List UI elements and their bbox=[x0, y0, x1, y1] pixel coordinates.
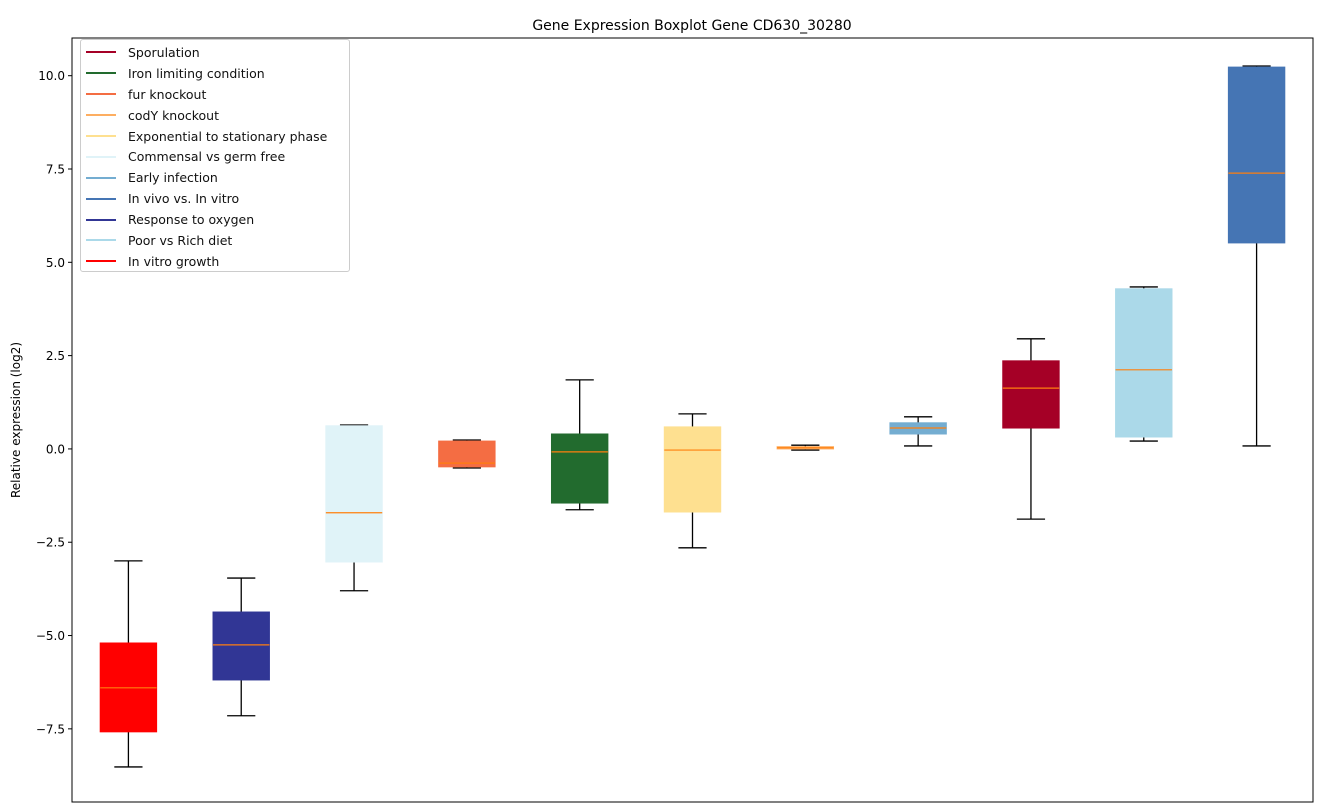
legend-item: Poor vs Rich diet bbox=[81, 230, 349, 251]
legend-line-icon bbox=[86, 72, 116, 75]
y-tick-label: −7.5 bbox=[36, 722, 65, 736]
y-tick-label: 5.0 bbox=[46, 256, 65, 270]
box-6 bbox=[663, 413, 722, 549]
plot-frame bbox=[71, 37, 1314, 803]
box-9 bbox=[1002, 338, 1060, 520]
boxes-group bbox=[99, 65, 1286, 768]
box-iqr bbox=[663, 426, 722, 513]
box-3 bbox=[325, 424, 383, 592]
legend-label: Sporulation bbox=[128, 44, 200, 60]
y-axis-ticks: −7.5 −5.0 −2.5 0.0 2.5 5.0 7.5 10.0 bbox=[36, 69, 72, 736]
box-iqr bbox=[550, 433, 609, 504]
legend-label: Iron limiting condition bbox=[128, 65, 265, 81]
y-tick-label: −2.5 bbox=[36, 536, 65, 550]
y-tick-label: 7.5 bbox=[46, 163, 65, 177]
legend-line-icon bbox=[86, 260, 116, 263]
legend-line-icon bbox=[86, 51, 116, 54]
y-tick-label: 2.5 bbox=[46, 349, 65, 363]
legend-item: In vivo vs. In vitro bbox=[81, 188, 349, 209]
box-11 bbox=[1227, 65, 1286, 447]
legend-line-icon bbox=[86, 176, 116, 179]
y-tick-label: 10.0 bbox=[38, 69, 65, 83]
legend-label: In vivo vs. In vitro bbox=[128, 191, 240, 207]
legend-line-icon bbox=[86, 135, 116, 137]
legend-item: Response to oxygen bbox=[81, 209, 349, 230]
legend-item: Exponential to stationary phase bbox=[81, 126, 349, 147]
legend-line-icon bbox=[86, 114, 116, 117]
box-5 bbox=[550, 379, 609, 511]
legend-line-icon bbox=[86, 197, 116, 200]
legend-label: Commensal vs germ free bbox=[128, 149, 286, 165]
legend-item: Iron limiting condition bbox=[81, 63, 349, 84]
legend-item: Commensal vs germ free bbox=[81, 146, 349, 167]
box-8 bbox=[889, 416, 947, 447]
legend-line-icon bbox=[86, 218, 116, 221]
legend-item: fur knockout bbox=[81, 84, 349, 105]
legend-line-icon bbox=[86, 93, 116, 96]
legend-label: Poor vs Rich diet bbox=[128, 232, 233, 248]
box-iqr bbox=[1115, 288, 1173, 438]
legend-label: Early infection bbox=[128, 170, 218, 186]
legend-label: In vitro growth bbox=[128, 253, 220, 269]
legend-line-icon bbox=[86, 155, 116, 158]
y-tick-label: −5.0 bbox=[36, 629, 65, 643]
legend-item: Sporulation bbox=[81, 42, 349, 63]
chart-title: Gene Expression Boxplot Gene CD630_30280 bbox=[532, 18, 851, 34]
y-tick-label: 0.0 bbox=[46, 442, 65, 456]
box-4 bbox=[438, 439, 496, 469]
legend-line-icon bbox=[86, 239, 116, 242]
box-10 bbox=[1115, 286, 1173, 442]
legend-label: codY knockout bbox=[128, 107, 220, 123]
legend-item: Early infection bbox=[81, 167, 349, 188]
box-1 bbox=[99, 560, 158, 768]
box-iqr bbox=[1227, 66, 1286, 244]
box-2 bbox=[212, 577, 270, 717]
legend-label: Exponential to stationary phase bbox=[128, 128, 328, 144]
legend-item: In vitro growth bbox=[81, 251, 349, 272]
y-axis-label: Relative expression (log2) bbox=[9, 342, 23, 498]
box-iqr bbox=[1002, 360, 1060, 429]
legend-label: fur knockout bbox=[128, 86, 207, 102]
box-iqr bbox=[325, 425, 383, 563]
box-7 bbox=[776, 444, 835, 451]
legend-item: codY knockout bbox=[81, 105, 349, 126]
box-iqr bbox=[212, 611, 270, 681]
legend-label: Response to oxygen bbox=[128, 212, 255, 228]
